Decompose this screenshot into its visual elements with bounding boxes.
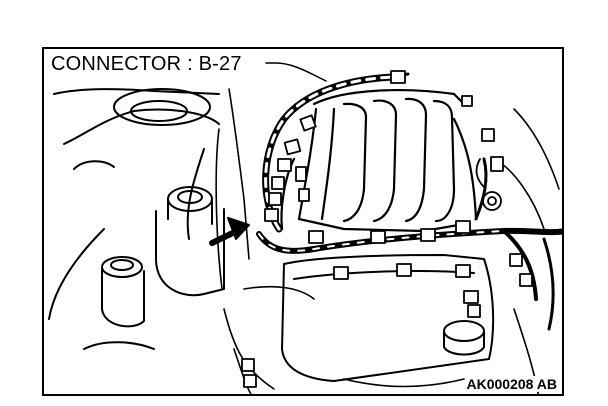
intake-manifold [280,89,478,233]
title-leader-line [265,62,327,82]
connector-title: CONNECTOR : B-27 [50,53,245,75]
reservoir-front [83,256,155,350]
sensor [475,158,502,211]
location-arrow [209,217,250,246]
fender-lines [215,88,315,390]
figure-code: AK000208 AB [465,376,558,392]
wiring-harness-lower [256,157,562,331]
strut-tower [48,88,220,320]
rocker-cover [281,254,495,382]
reservoir-left [155,186,225,297]
connectors [241,70,533,388]
engine-bay-illustration [48,62,562,394]
connector-location-figure: CONNECTOR : B-27 AK000208 AB [42,47,564,396]
